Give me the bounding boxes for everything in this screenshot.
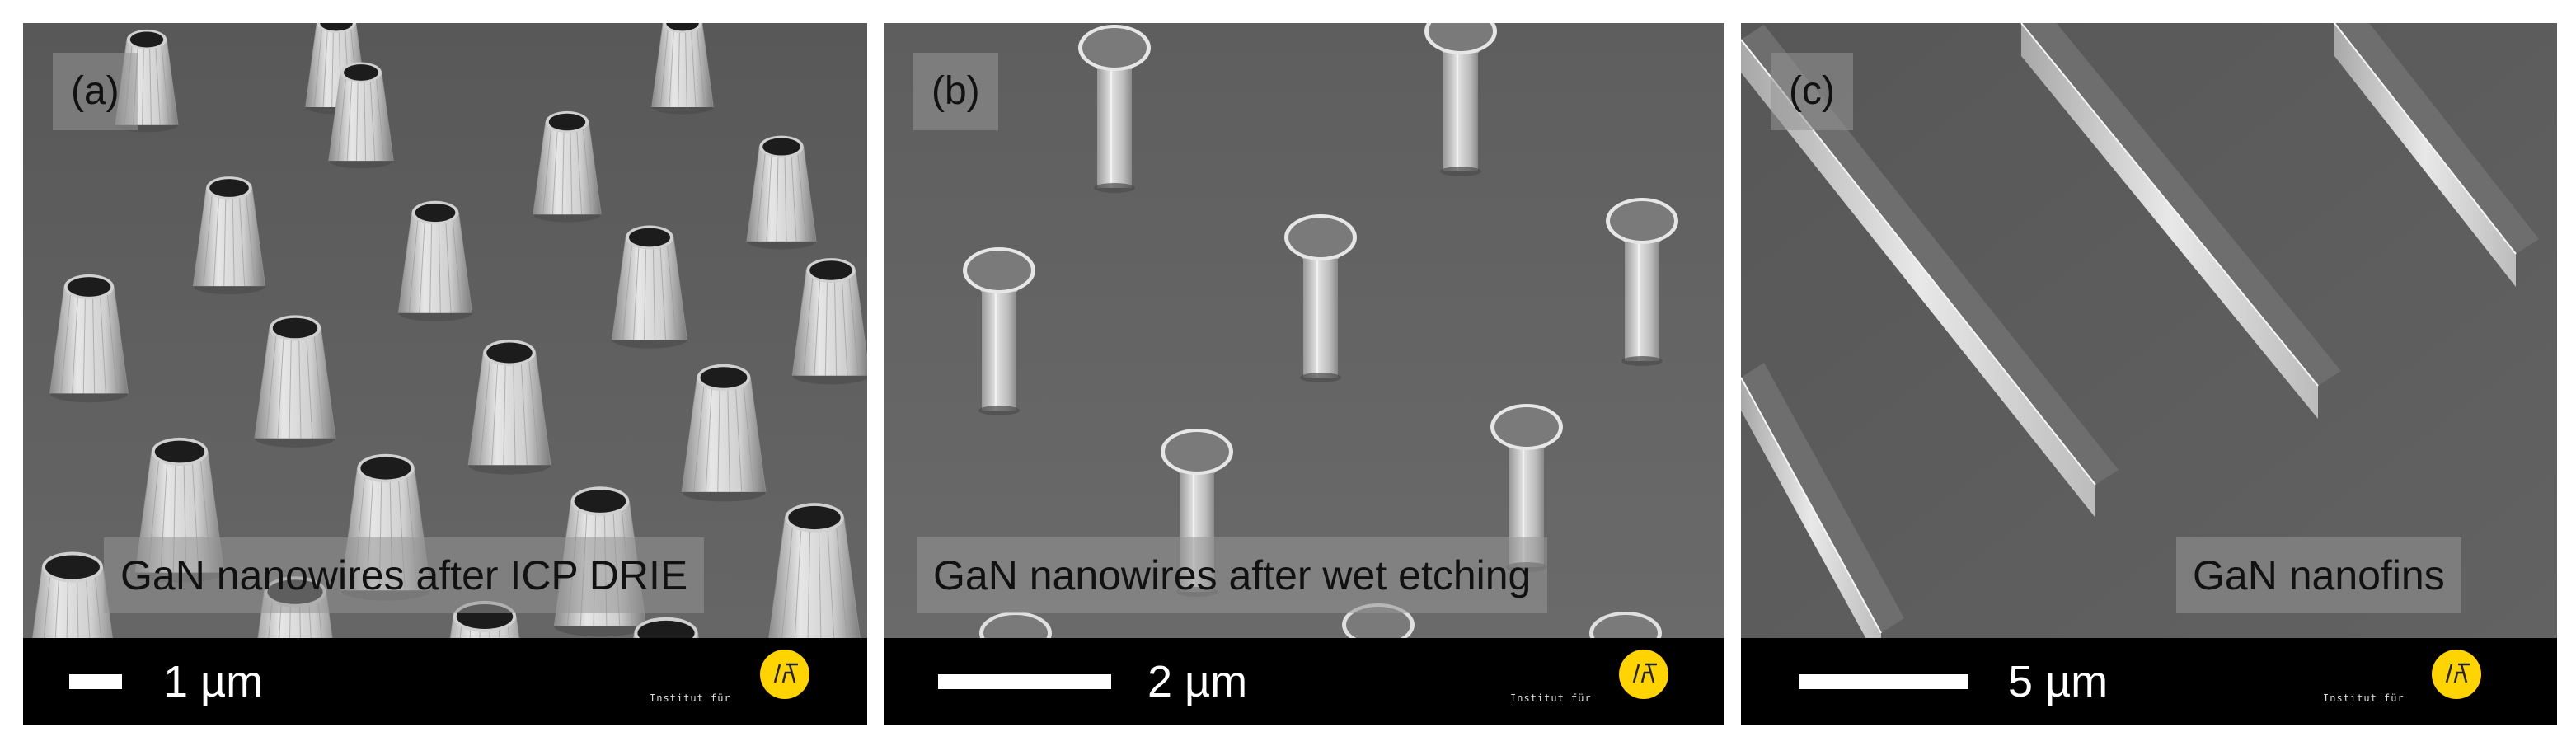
scale-label-a: 1 µm [163, 657, 264, 706]
nanowire [979, 612, 1052, 638]
sem-image-nanofins [1741, 23, 2557, 638]
panel-label-c: (c) [1771, 53, 1853, 130]
sem-panel-c: (c) GaN nanofins 5 µm Institut für [1741, 23, 2557, 725]
caption-c: GaN nanofins [2176, 537, 2461, 613]
nanowire [1424, 23, 1497, 176]
nanowire [746, 135, 817, 250]
panel-label-a: (a) [53, 53, 138, 130]
sem-panel-a: (a) GaN nanowires after ICP DRIE 1 µm In… [23, 23, 867, 725]
nanowire [768, 503, 861, 638]
nanowire [328, 62, 394, 169]
scale-bar-a [69, 674, 122, 689]
scale-bar-strip-c: 5 µm Institut für [1741, 638, 2557, 725]
nanofin [1741, 363, 1904, 638]
scale-bar-strip-a: 1 µm Institut für [23, 638, 867, 725]
nanowire [681, 364, 767, 502]
nanofin [2020, 23, 2341, 419]
nanofin [2334, 23, 2539, 287]
caption-b: GaN nanowires after wet etching [917, 537, 1548, 613]
iht-logo-icon [760, 650, 809, 699]
scale-bar-strip-b: 2 µm Institut für [884, 638, 1724, 725]
nanowire [192, 176, 266, 295]
nanowire [963, 247, 1035, 415]
institute-text-c: Institut für [2323, 692, 2405, 704]
nanowire [1284, 214, 1357, 382]
scale-label-b: 2 µm [1147, 657, 1248, 706]
institute-text-b: Institut für [1510, 692, 1592, 704]
nanowire [791, 258, 867, 385]
sem-panel-b: (b) GaN nanowires after wet etching 2 µm… [884, 23, 1724, 725]
nanowire [1078, 25, 1151, 193]
caption-a: GaN nanowires after ICP DRIE [104, 537, 705, 613]
scale-bar-b [938, 674, 1111, 689]
scale-bar-c [1799, 674, 1968, 689]
nanowire [1589, 612, 1662, 638]
iht-logo-icon [1619, 650, 1668, 699]
nanowire [633, 617, 699, 638]
nanowire [467, 340, 551, 475]
nanowire [651, 23, 714, 115]
nanowire [533, 110, 602, 223]
institute-text-a: Institut für [650, 692, 731, 704]
nanowire [254, 315, 336, 448]
nanowire [611, 225, 688, 349]
nanowire [49, 274, 129, 403]
nanowire [32, 551, 113, 638]
nanowire [1606, 198, 1678, 366]
sem-image-nanowires-icp [23, 23, 867, 638]
scale-label-c: 5 µm [2008, 657, 2109, 706]
nanowire [397, 200, 473, 321]
iht-logo-icon [2432, 650, 2481, 699]
panel-label-b: (b) [913, 53, 998, 130]
